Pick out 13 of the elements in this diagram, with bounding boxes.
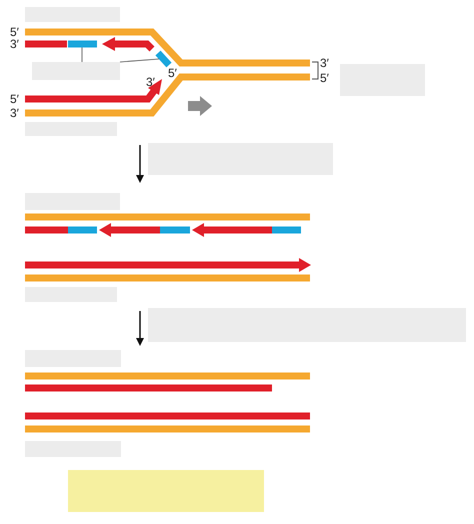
rna-primer xyxy=(68,40,97,48)
strand-end-label: 3′ xyxy=(10,107,19,119)
strand-end-label: 5′ xyxy=(168,67,177,79)
rna-primer xyxy=(155,50,172,68)
label-placeholder xyxy=(32,62,120,80)
highlight-box xyxy=(68,470,264,512)
strand-end-label: 3′ xyxy=(146,76,155,88)
strand-end-label: 5′ xyxy=(320,72,329,84)
strand-end-label: 5′ xyxy=(10,26,19,38)
strand-end-label: 3′ xyxy=(320,57,329,69)
strand-end-label: 5′ xyxy=(10,93,19,105)
strand-end-label: 3′ xyxy=(10,38,19,50)
leader-line xyxy=(120,58,160,62)
